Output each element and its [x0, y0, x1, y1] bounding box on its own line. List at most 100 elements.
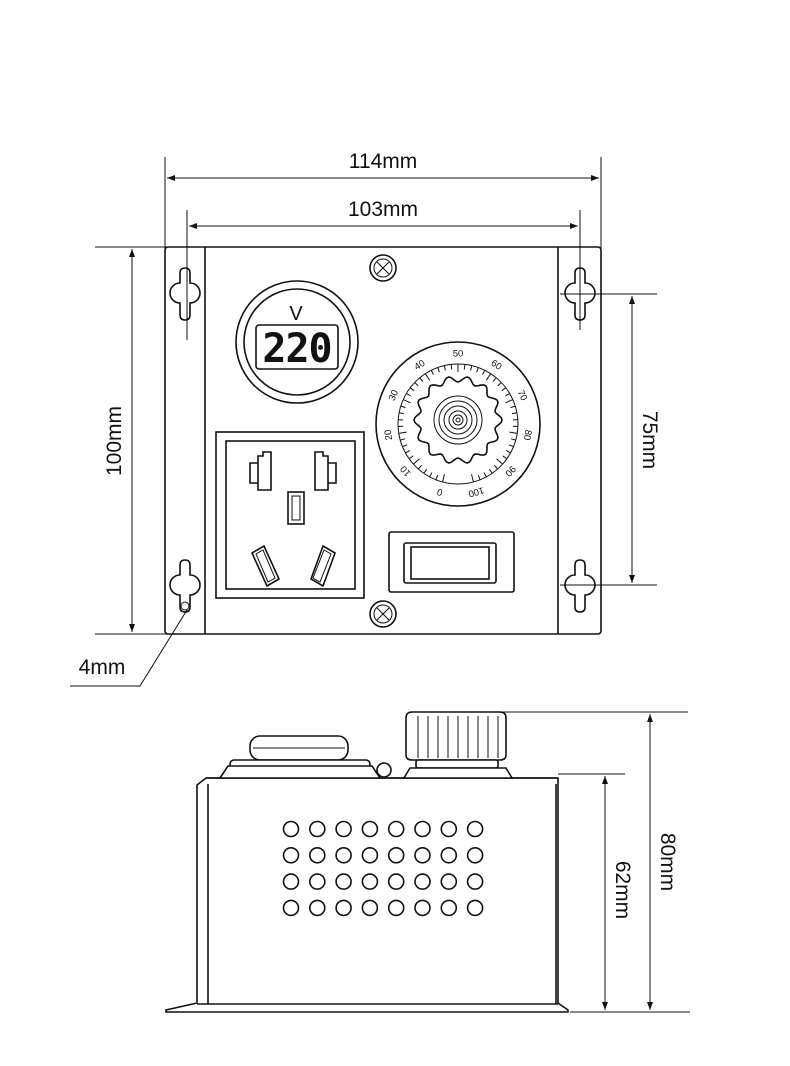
dial-ticks: [398, 364, 518, 483]
mounting-slot-bottom-right: [564, 559, 596, 613]
vent-hole: [335, 846, 352, 864]
vent-hole: [440, 820, 458, 838]
dial-tick: [488, 468, 493, 474]
screw-bottom: [369, 600, 397, 628]
dial-tick: [511, 412, 517, 415]
side-view: 62mm 80mm: [165, 711, 690, 1013]
vent-hole: [414, 873, 431, 890]
dial-tick: [400, 438, 406, 441]
screw-top: [369, 254, 397, 282]
dimension-total-depth: 80mm: [500, 711, 688, 1010]
vent-hole: [308, 873, 326, 890]
vent-hole: [414, 846, 431, 864]
dial-tick: [408, 455, 414, 460]
dial-tick: [494, 464, 499, 470]
voltmeter-reading: 220: [262, 326, 331, 372]
vent-hole: [387, 899, 405, 917]
dial-scale-label: 40: [412, 358, 427, 373]
dial-tick: [470, 365, 473, 371]
dimension-inner-width: 103mm: [186, 198, 581, 340]
dial-tick: [398, 431, 407, 434]
dial-tick: [442, 474, 445, 483]
vent-hole: [440, 846, 458, 864]
dial-tick: [443, 365, 446, 371]
dial-scale-label: 0: [436, 486, 444, 498]
dial-tick: [402, 399, 411, 404]
vent-hole: [414, 899, 431, 917]
dial-tick: [482, 370, 486, 375]
vent-hole: [387, 820, 405, 838]
vent-hole: [466, 873, 484, 890]
vent-hole: [282, 820, 300, 838]
knob-ridges: [417, 716, 499, 758]
dial-tick: [471, 474, 474, 483]
vent-hole: [466, 899, 484, 917]
dial-tick: [485, 373, 492, 381]
dial-tick: [505, 450, 511, 454]
front-plate: [164, 246, 602, 635]
vent-hole: [335, 820, 352, 838]
power-socket: [215, 431, 365, 599]
dial-tick: [463, 364, 466, 370]
label-4mm: 4mm: [79, 656, 126, 679]
voltmeter-cap: [218, 735, 392, 779]
vent-hole: [414, 820, 431, 838]
voltmeter-unit: V: [289, 303, 303, 325]
vent-hole: [361, 899, 379, 917]
vent-hole: [282, 899, 300, 917]
vent-hole: [440, 899, 458, 917]
knob-side: [402, 711, 514, 779]
vent-hole: [361, 820, 379, 838]
dial-tick: [508, 444, 514, 448]
dial-scale-label: 20: [383, 429, 396, 441]
dial-tick: [497, 382, 502, 387]
dial-scale-label: 70: [515, 388, 529, 402]
front-view: 114mm 103mm 100mm 75mm: [70, 150, 661, 687]
dial-tick: [435, 474, 439, 480]
mounting-slot-top-left: [169, 267, 201, 321]
dial-tick: [409, 387, 415, 392]
dial-tick: [501, 387, 507, 392]
label-114mm: 114mm: [349, 150, 417, 173]
dimension-hole-spacing: 75mm: [560, 293, 661, 586]
vent-hole: [387, 846, 405, 864]
vent-hole: [361, 873, 379, 890]
side-body: [165, 777, 569, 1013]
dial-tick: [414, 382, 419, 387]
dial-tick: [502, 455, 508, 460]
vent-hole: [361, 846, 379, 864]
vent-hole: [466, 820, 484, 838]
dial-tick: [476, 367, 479, 373]
power-switch[interactable]: [388, 531, 515, 593]
dial-tick: [419, 377, 424, 382]
dial-tick: [417, 464, 422, 470]
dial-tick: [413, 458, 420, 465]
vent-hole: [440, 873, 458, 890]
vent-hole: [387, 873, 405, 890]
vent-holes: [282, 820, 484, 917]
vent-hole: [308, 899, 326, 917]
label-75mm: 75mm: [638, 411, 661, 469]
dial-scale-label: 80: [521, 429, 534, 441]
label-100mm: 100mm: [103, 406, 126, 476]
dial-tick: [437, 367, 440, 373]
dial-tick: [492, 377, 497, 382]
dimension-body-depth: 62mm: [558, 773, 690, 1013]
label-80mm: 80mm: [656, 833, 679, 891]
vent-hole: [308, 820, 326, 838]
dial-tick: [505, 399, 514, 404]
vent-hole: [335, 899, 352, 917]
dial-tick: [505, 393, 510, 397]
dial-scale-label: 10: [398, 463, 413, 478]
dial-tick: [402, 444, 408, 448]
dial-tick: [423, 468, 428, 474]
dial-tick: [429, 472, 433, 478]
dial-tick: [424, 373, 431, 381]
label-103mm: 103mm: [348, 198, 418, 221]
vent-hole: [466, 846, 484, 864]
dial-tick: [399, 412, 405, 415]
dial-tick: [483, 472, 487, 478]
